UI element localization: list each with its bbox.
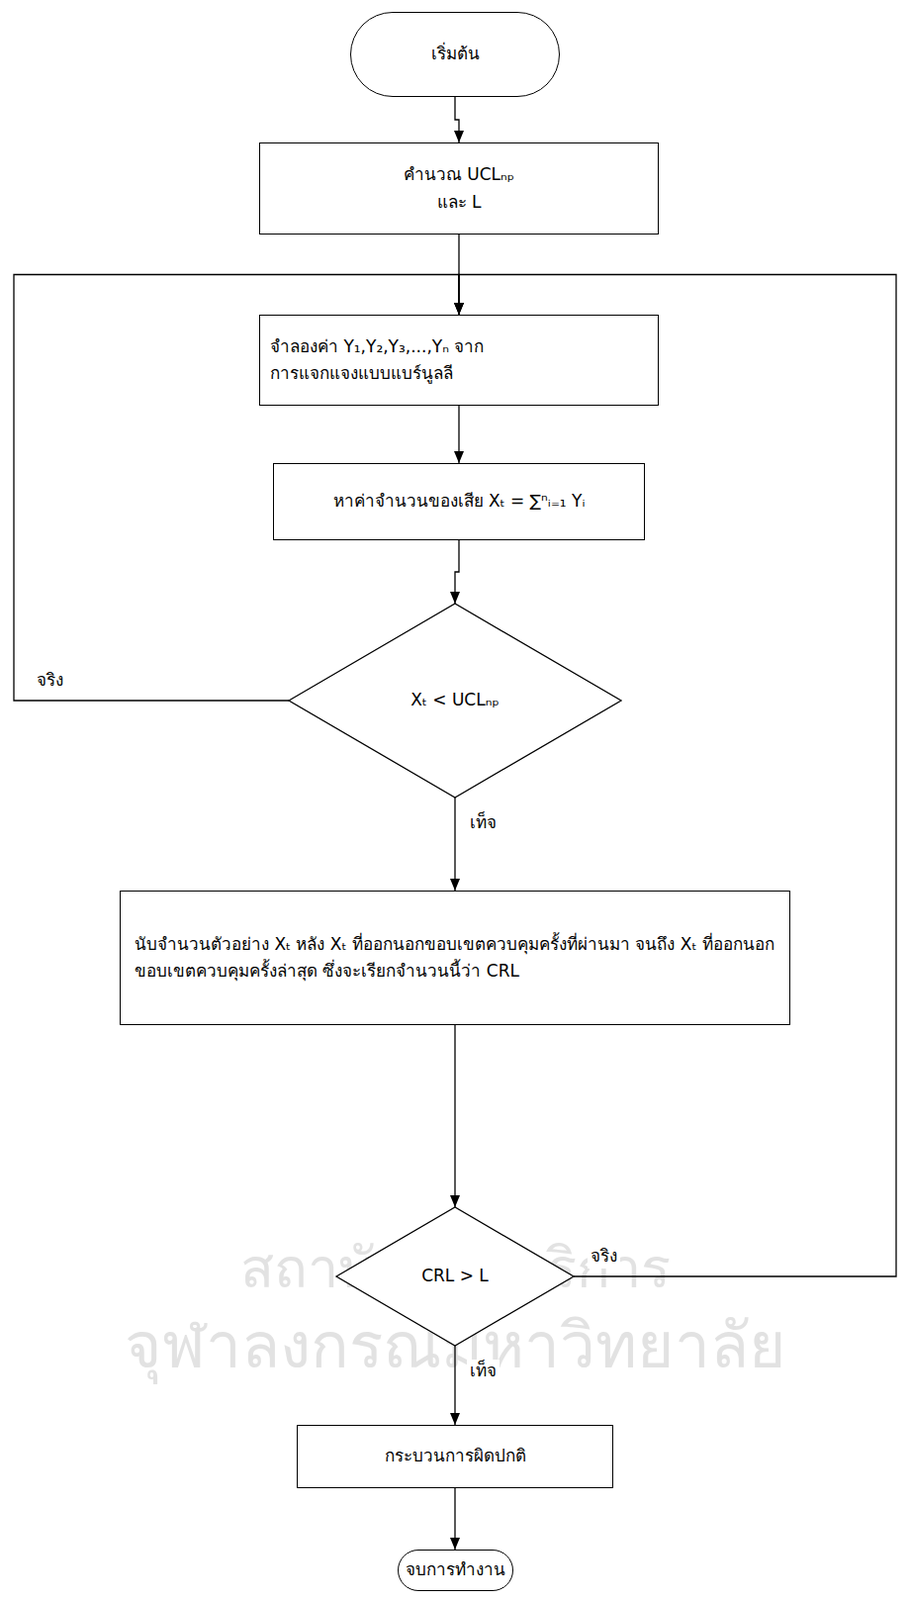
flow-connector xyxy=(454,1024,455,1207)
edge-label: จริง xyxy=(587,1244,621,1269)
edge-label: เท็จ xyxy=(466,811,500,835)
process-box: กระบวนการผิดปกติ xyxy=(296,1424,614,1488)
end-terminator: จบการทำงาน xyxy=(397,1548,514,1591)
diamond-shape xyxy=(336,1206,574,1346)
flow-connector xyxy=(454,1345,455,1425)
flow-connector xyxy=(454,1487,455,1549)
node-text: CRL > L xyxy=(417,1262,493,1289)
edge-label: เท็จ xyxy=(466,1359,500,1383)
start-terminator: เริ่มต้น xyxy=(350,11,560,97)
decision-diamond: CRL > L xyxy=(336,1206,574,1346)
process-box: จำลองค่า Y₁,Y₂,Y₃,...,Yₙ จากการแจกแจงแบบ… xyxy=(259,314,659,406)
decision-diamond: Xₜ < UCLₙₚ xyxy=(288,603,622,798)
node-text: หาค่าจำนวนของเสีย Xₜ = ∑ⁿᵢ₌₁ Yᵢ xyxy=(333,487,586,515)
process-box: หาค่าจำนวนของเสีย Xₜ = ∑ⁿᵢ₌₁ Yᵢ xyxy=(273,462,645,541)
node-text: นับจำนวนตัวอย่าง Xₜ หลัง Xₜ ที่ออกนอกขอบ… xyxy=(134,930,776,985)
node-text: กระบวนการผิดปกติ xyxy=(384,1442,527,1469)
flow-connector xyxy=(455,540,459,604)
node-text: Xₜ < UCLₙₚ xyxy=(406,686,504,714)
edge-label: จริง xyxy=(33,668,67,693)
flow-connector xyxy=(457,405,459,463)
flow-connector xyxy=(458,274,897,1277)
process-box: คำนวณ UCLₙₚ และ L xyxy=(259,142,659,235)
node-text: จำลองค่า Y₁,Y₂,Y₃,...,Yₙ จากการแจกแจงแบบ… xyxy=(270,333,508,387)
diamond-shape xyxy=(288,603,622,798)
flow-connector xyxy=(455,96,459,143)
process-box: นับจำนวนตัวอย่าง Xₜ หลัง Xₜ ที่ออกนอกขอบ… xyxy=(119,890,791,1025)
flow-connector xyxy=(454,797,455,891)
node-text: จบการทำงาน xyxy=(405,1555,506,1583)
node-text: เริ่มต้น xyxy=(431,40,480,68)
node-text: คำนวณ UCLₙₚ และ L xyxy=(397,161,522,215)
